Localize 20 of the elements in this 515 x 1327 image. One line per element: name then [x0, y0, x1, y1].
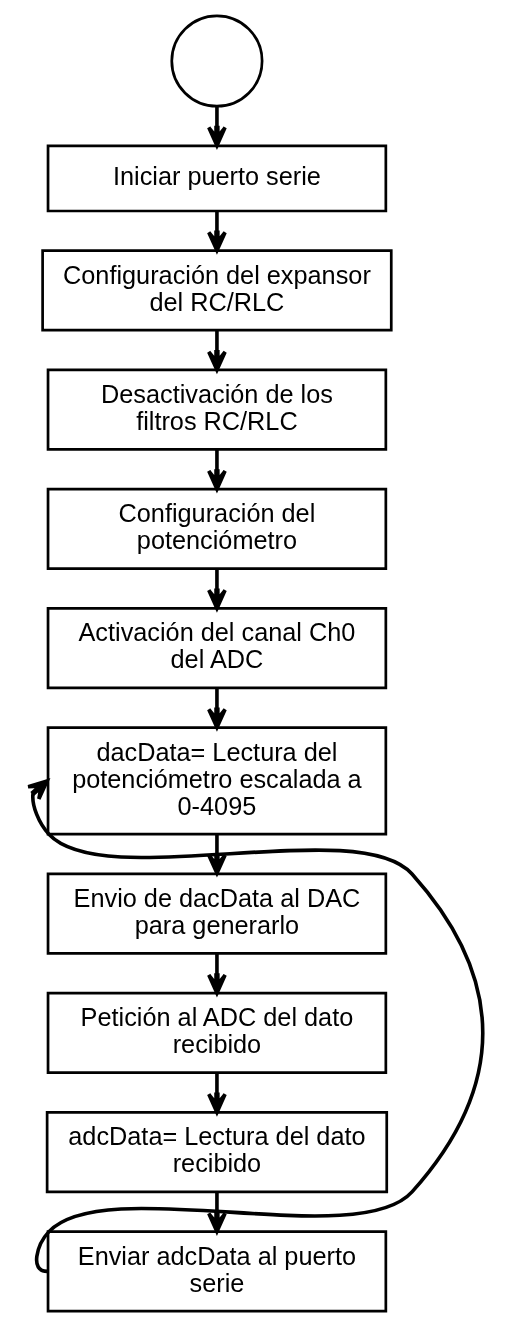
arrow — [207, 330, 227, 372]
node-box: Configuración del potenciómetro — [46, 487, 388, 570]
node-box: Activación del canal Ch0 del ADC — [46, 607, 388, 690]
node-box: Configuración del expansor del RC/RLC — [41, 249, 393, 332]
node-box: Iniciar puerto serie — [46, 144, 388, 213]
node-circle — [170, 14, 264, 108]
node-box: Envio de dacData al DAC para generarlo — [46, 872, 388, 955]
node-box: Enviar adcData al puerto serie — [46, 1230, 388, 1313]
arrow — [207, 1073, 227, 1115]
node-box: dacData= Lectura del potenciómetro escalada a 0-4095 — [46, 726, 388, 836]
arrow — [207, 1192, 227, 1234]
arrow — [207, 688, 227, 730]
node-box: Petición al ADC del dato recibido — [46, 991, 388, 1074]
arrow — [207, 569, 227, 611]
arrow — [207, 450, 227, 491]
arrow — [207, 106, 227, 148]
arrow — [207, 211, 227, 253]
node-box: Desactivación de los filtros RC/RLC — [46, 368, 388, 451]
node-box: adcData= Lectura del dato recibido — [45, 1111, 389, 1194]
arrow — [207, 954, 227, 995]
